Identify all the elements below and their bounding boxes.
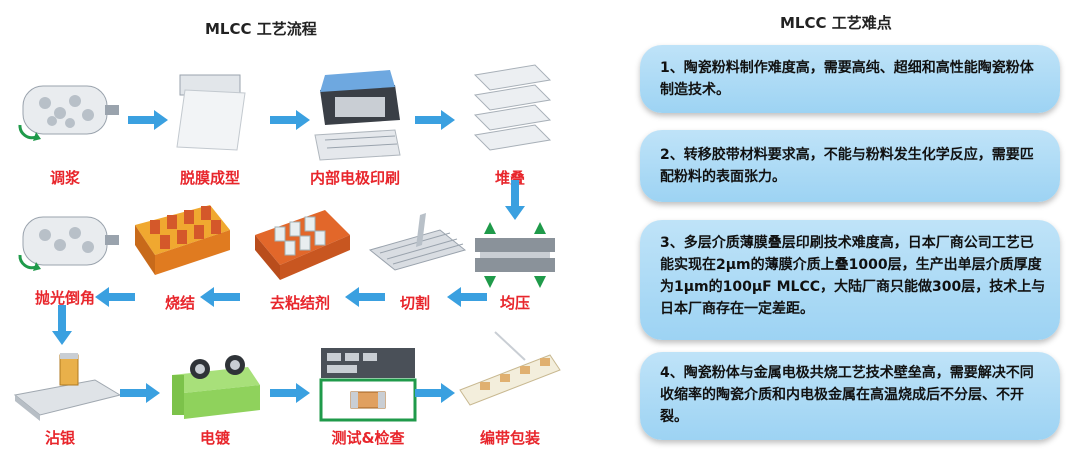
arrow-right-icon [270, 110, 310, 130]
step-cut: 切割 [355, 205, 475, 313]
arrow-left-icon [345, 287, 385, 307]
step-debind: 去粘结剂 [240, 195, 360, 313]
silver-dip-icon [5, 345, 122, 425]
step-film: 脱膜成型 [150, 55, 270, 188]
difficulties-title: MLCC 工艺难点 [780, 14, 892, 32]
step-label: 内部电极印刷 [309, 169, 400, 187]
step-label: 去粘结剂 [269, 294, 330, 312]
plating-bath-icon [160, 345, 270, 425]
sintered-tray-icon [125, 190, 235, 290]
arrow-right-icon [415, 110, 455, 130]
difficulty-box: 4、陶瓷粉体与金属电极共烧工艺技术壁垒高，需要解决不同收缩率的陶瓷介质和内电极金… [640, 352, 1060, 440]
film-sheet-icon [155, 55, 265, 165]
step-label: 脱膜成型 [179, 169, 240, 187]
step-label: 抛光倒角 [34, 289, 95, 307]
arrow-right-icon [415, 383, 455, 403]
step-label: 编带包装 [479, 429, 540, 447]
arrow-left-icon [95, 287, 135, 307]
step-sinter: 烧结 [120, 190, 240, 313]
screen-printer-icon [300, 55, 410, 165]
press-icon [460, 220, 570, 290]
step-label: 烧结 [164, 294, 195, 312]
chip-tray-icon [245, 195, 355, 290]
step-label: 均压 [499, 294, 530, 312]
step-label: 切割 [399, 294, 430, 312]
arrow-down-icon [52, 305, 72, 345]
cut-sheet-icon [360, 205, 470, 290]
tape-reel-icon [455, 330, 565, 425]
step-stack: 堆叠 [450, 55, 570, 188]
step-tape: 编带包装 [450, 330, 570, 448]
step-print: 内部电极印刷 [295, 55, 415, 188]
test-board-icon [313, 340, 423, 425]
step-label: 电镀 [199, 429, 230, 447]
step-label: 调浆 [49, 169, 80, 187]
arrow-right-icon [128, 110, 168, 130]
step-press: 均压 [455, 220, 575, 313]
polishing-drum-icon [10, 205, 120, 285]
step-silver: 沾银 [0, 345, 122, 448]
flow-title: MLCC 工艺流程 [205, 20, 317, 38]
difficulty-box: 1、陶瓷粉料制作难度高，需要高纯、超细和高性能陶瓷粉体制造技术。 [640, 45, 1060, 113]
slurry-mixer-icon [10, 55, 120, 165]
stacked-layers-icon [455, 55, 565, 165]
difficulty-box: 3、多层介质薄膜叠层印刷技术难度高，日本厂商公司工艺已能实现在2μm的薄膜介质上… [640, 220, 1060, 340]
arrow-left-icon [447, 287, 487, 307]
step-label: 测试&检查 [331, 429, 405, 447]
step-plating: 电镀 [155, 345, 275, 448]
step-polish: 抛光倒角 [5, 205, 125, 308]
arrow-left-icon [200, 287, 240, 307]
arrow-right-icon [270, 383, 310, 403]
step-label: 沾银 [44, 429, 75, 447]
difficulty-box: 2、转移胶带材料要求高，不能与粉料发生化学反应，需要匹配粉料的表面张力。 [640, 130, 1060, 202]
arrow-down-icon [505, 180, 525, 220]
step-slurry: 调浆 [5, 55, 125, 188]
arrow-right-icon [120, 383, 160, 403]
step-test: 测试&检查 [308, 340, 428, 448]
